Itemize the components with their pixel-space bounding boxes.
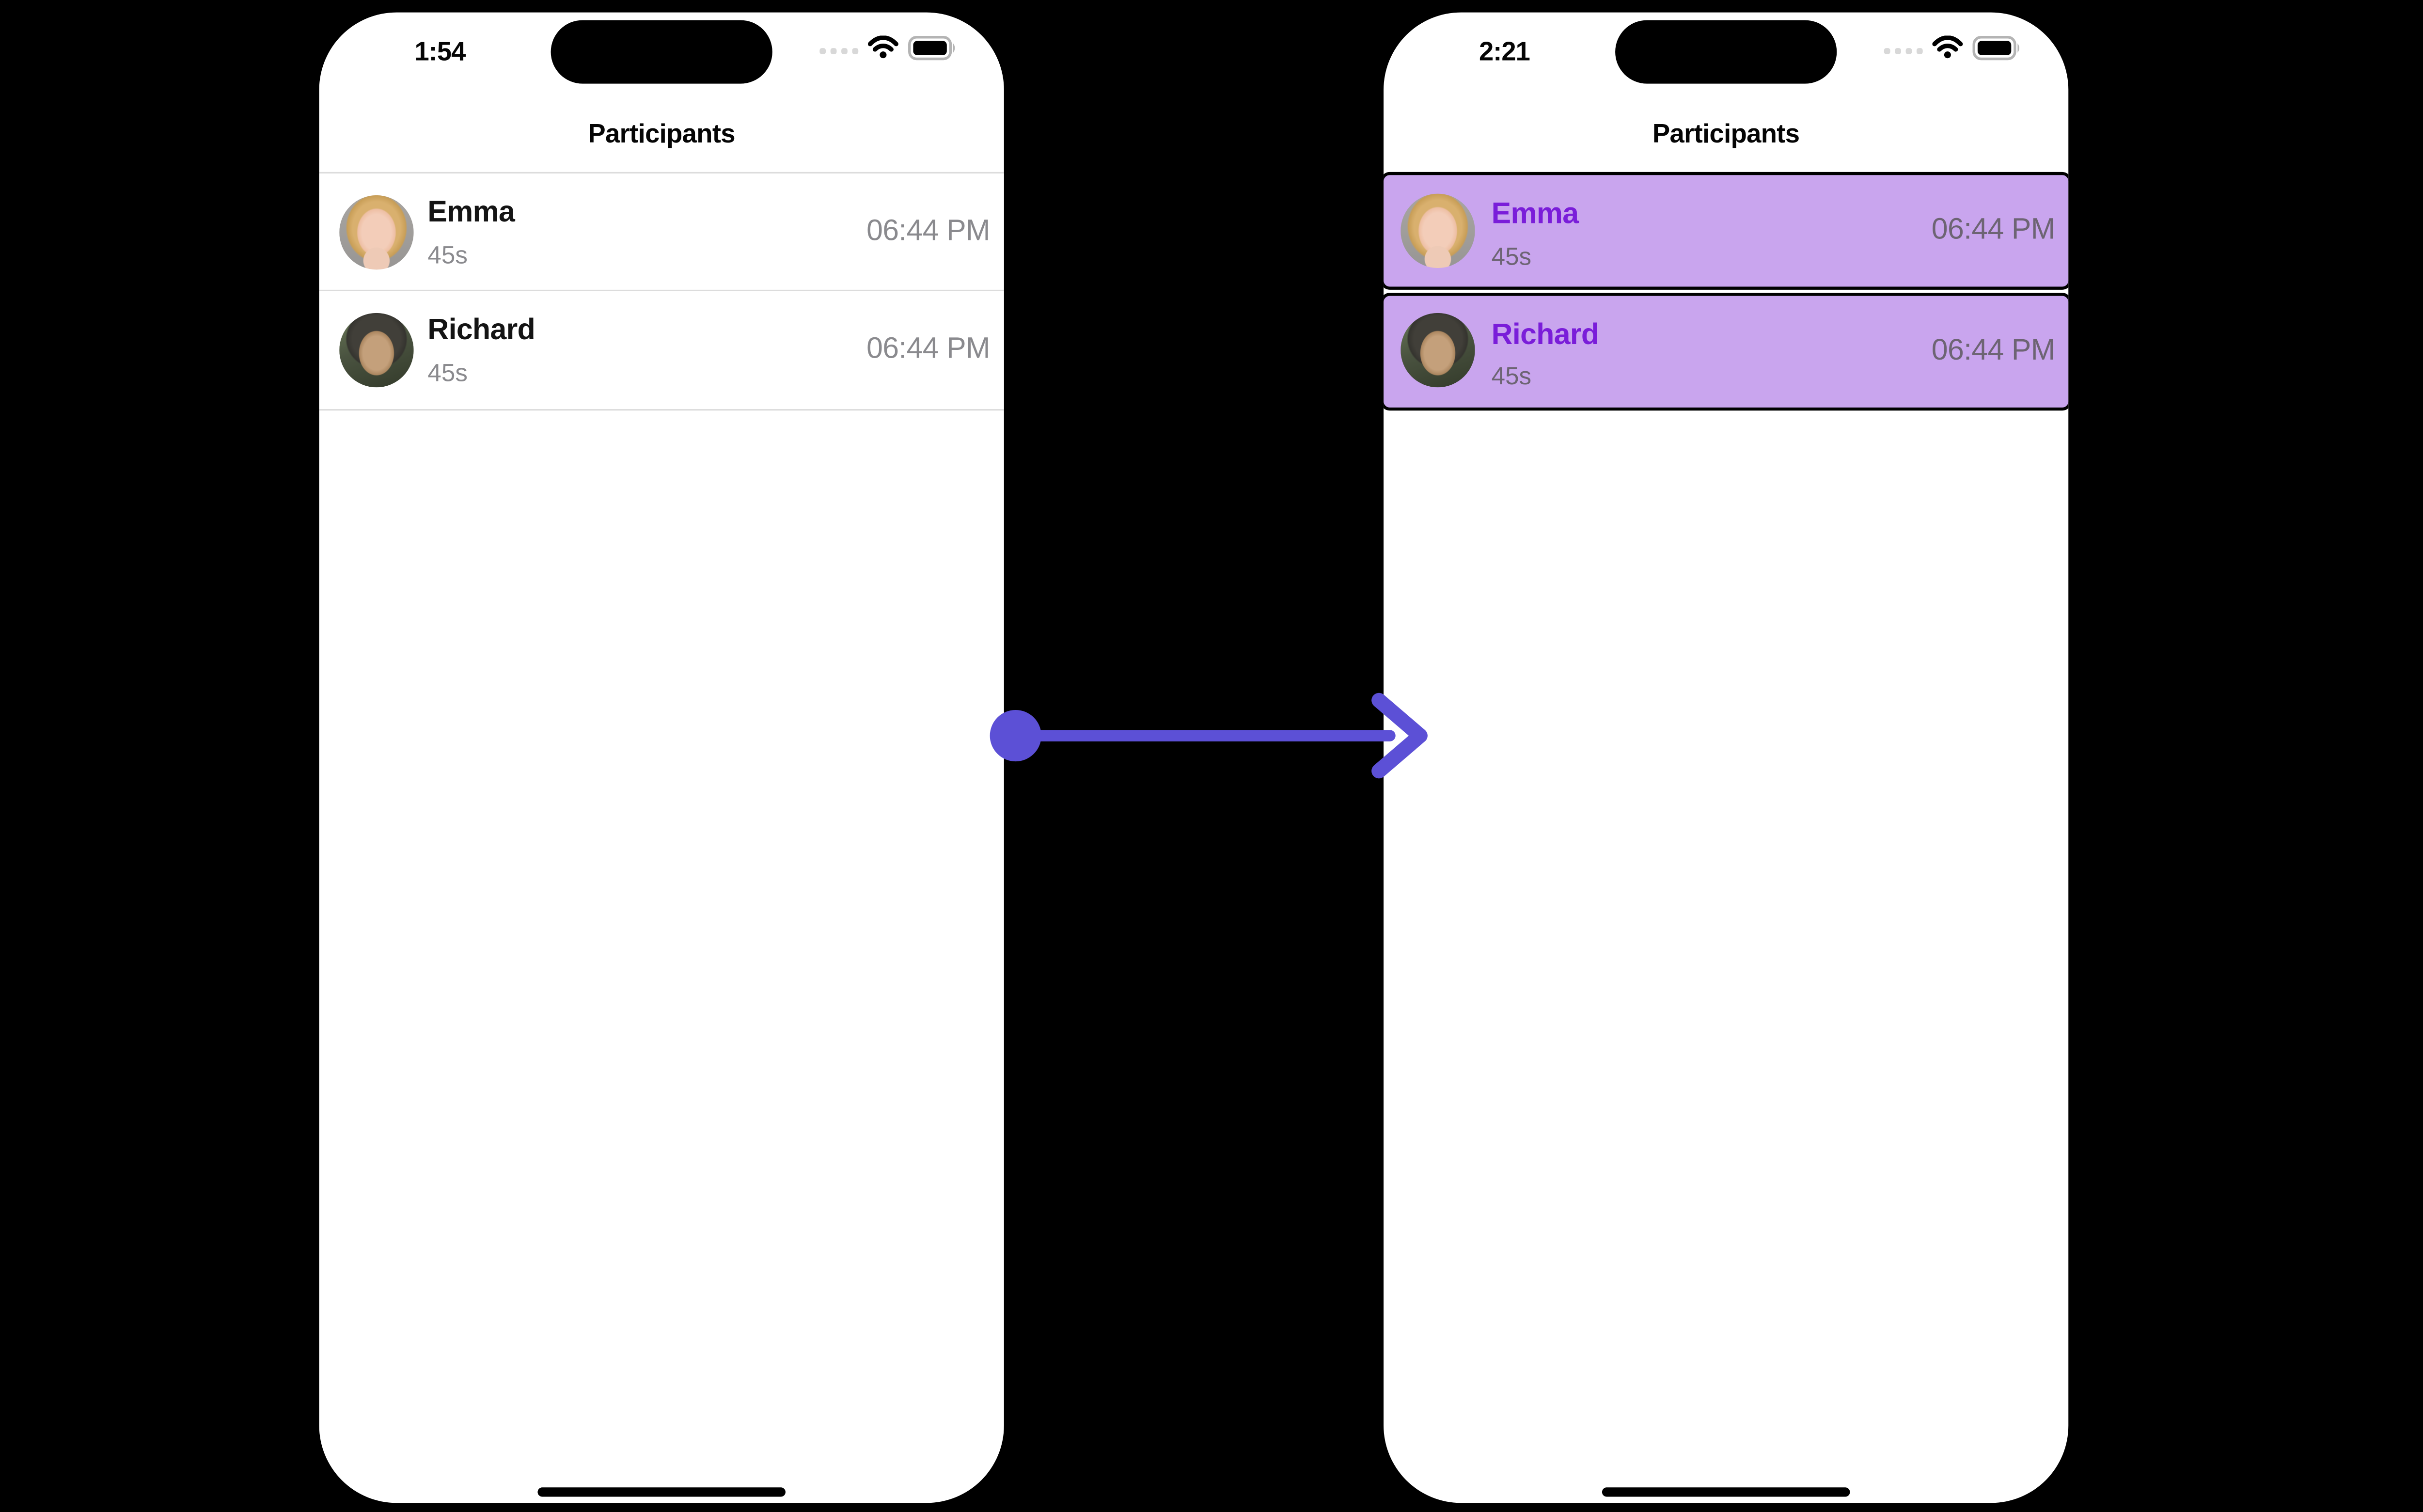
wifi-icon	[867, 35, 898, 67]
participant-time: 06:44 PM	[1931, 214, 2056, 247]
battery-icon	[908, 35, 958, 67]
phone-before: 1:54 Participants	[319, 12, 1004, 1503]
participant-row-emma[interactable]: Emma 45s 06:44 PM	[319, 173, 1004, 292]
home-indicator[interactable]	[537, 1487, 786, 1496]
status-bar-time: 1:54	[414, 37, 466, 67]
avatar-emma	[1400, 193, 1475, 268]
participants-list-highlighted: Emma 45s 06:44 PM Richard 45s 06:44 PM	[1384, 172, 2069, 410]
participant-row-richard[interactable]: Richard 45s 06:44 PM	[319, 292, 1004, 410]
participant-time: 06:44 PM	[866, 215, 991, 248]
wifi-icon	[1932, 35, 1963, 67]
participant-duration: 45s	[427, 361, 468, 387]
participant-time: 06:44 PM	[866, 333, 991, 366]
battery-icon	[1972, 35, 2022, 67]
avatar-emma	[339, 195, 414, 270]
page-title: Participants	[588, 119, 735, 149]
home-indicator[interactable]	[1602, 1487, 1850, 1496]
status-bar-time: 2:21	[1479, 37, 1530, 67]
page-title: Participants	[1652, 119, 1800, 149]
dynamic-island	[551, 20, 772, 84]
participant-duration: 45s	[427, 242, 468, 269]
avatar-richard	[1400, 313, 1475, 388]
participant-name: Richard	[427, 315, 535, 348]
dynamic-island	[1615, 20, 1837, 84]
participant-name: Emma	[1491, 198, 1579, 231]
avatar-richard	[339, 314, 414, 388]
participant-row-emma-selected[interactable]: Emma 45s 06:44 PM	[1384, 172, 2069, 290]
participant-name: Richard	[1491, 318, 1599, 352]
participant-duration: 45s	[1491, 244, 1532, 270]
participant-name: Emma	[427, 197, 515, 230]
cellular-signal-icon	[819, 47, 859, 55]
status-bar-icons	[819, 34, 958, 68]
cellular-signal-icon	[1883, 47, 1923, 55]
status-bar-icons	[1883, 34, 2022, 68]
phone-after: 2:21 Participants	[1384, 12, 2069, 1503]
participants-list: Emma 45s 06:44 PM Richard 45s 06:44 PM	[319, 172, 1004, 410]
participant-duration: 45s	[1491, 364, 1532, 391]
participant-time: 06:44 PM	[1931, 334, 2056, 367]
participant-row-richard-selected[interactable]: Richard 45s 06:44 PM	[1384, 292, 2069, 410]
